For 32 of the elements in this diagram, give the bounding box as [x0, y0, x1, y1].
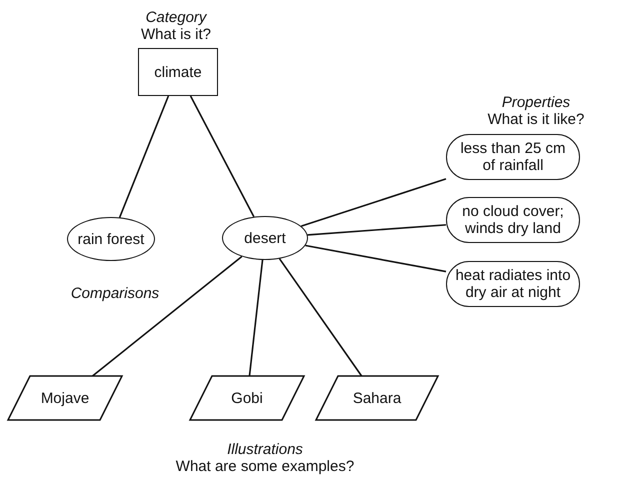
section-heading: Comparisons	[70, 285, 160, 302]
connector-line	[308, 224, 446, 236]
guiding-question: What is it?	[140, 26, 212, 43]
node-label: rain forest	[76, 230, 146, 248]
node-label: desert	[243, 230, 287, 246]
connector-line	[305, 244, 446, 272]
example-parallelogram	[316, 376, 438, 420]
guiding-question: What are some examples?	[176, 458, 354, 475]
node-label: climate	[153, 64, 203, 80]
section-heading: Properties	[502, 94, 570, 111]
concept-box	[138, 48, 218, 96]
node-label: Mojave	[40, 390, 90, 406]
property-box	[446, 261, 580, 307]
section-heading: Illustrations	[227, 441, 303, 458]
node-label: Sahara	[352, 390, 402, 406]
example-parallelogram	[190, 376, 304, 420]
connector-line	[190, 96, 255, 218]
connector-line	[92, 256, 242, 377]
example-parallelogram	[8, 376, 122, 420]
concept-ellipse	[222, 216, 308, 260]
connector-line	[278, 258, 362, 376]
property-box	[446, 134, 580, 180]
node-label: less than 25 cm of rainfall	[459, 140, 567, 174]
guiding-question: What is it like?	[488, 111, 584, 128]
node-label: no cloud cover; winds dry land	[461, 203, 565, 237]
property-box	[446, 197, 580, 243]
connector-line	[118, 96, 170, 218]
node-label: heat radiates into dry air at night	[454, 267, 572, 301]
node-label: Gobi	[230, 390, 264, 406]
connector-line	[301, 178, 446, 227]
connector-line	[248, 260, 264, 376]
section-heading: Category	[146, 9, 206, 26]
